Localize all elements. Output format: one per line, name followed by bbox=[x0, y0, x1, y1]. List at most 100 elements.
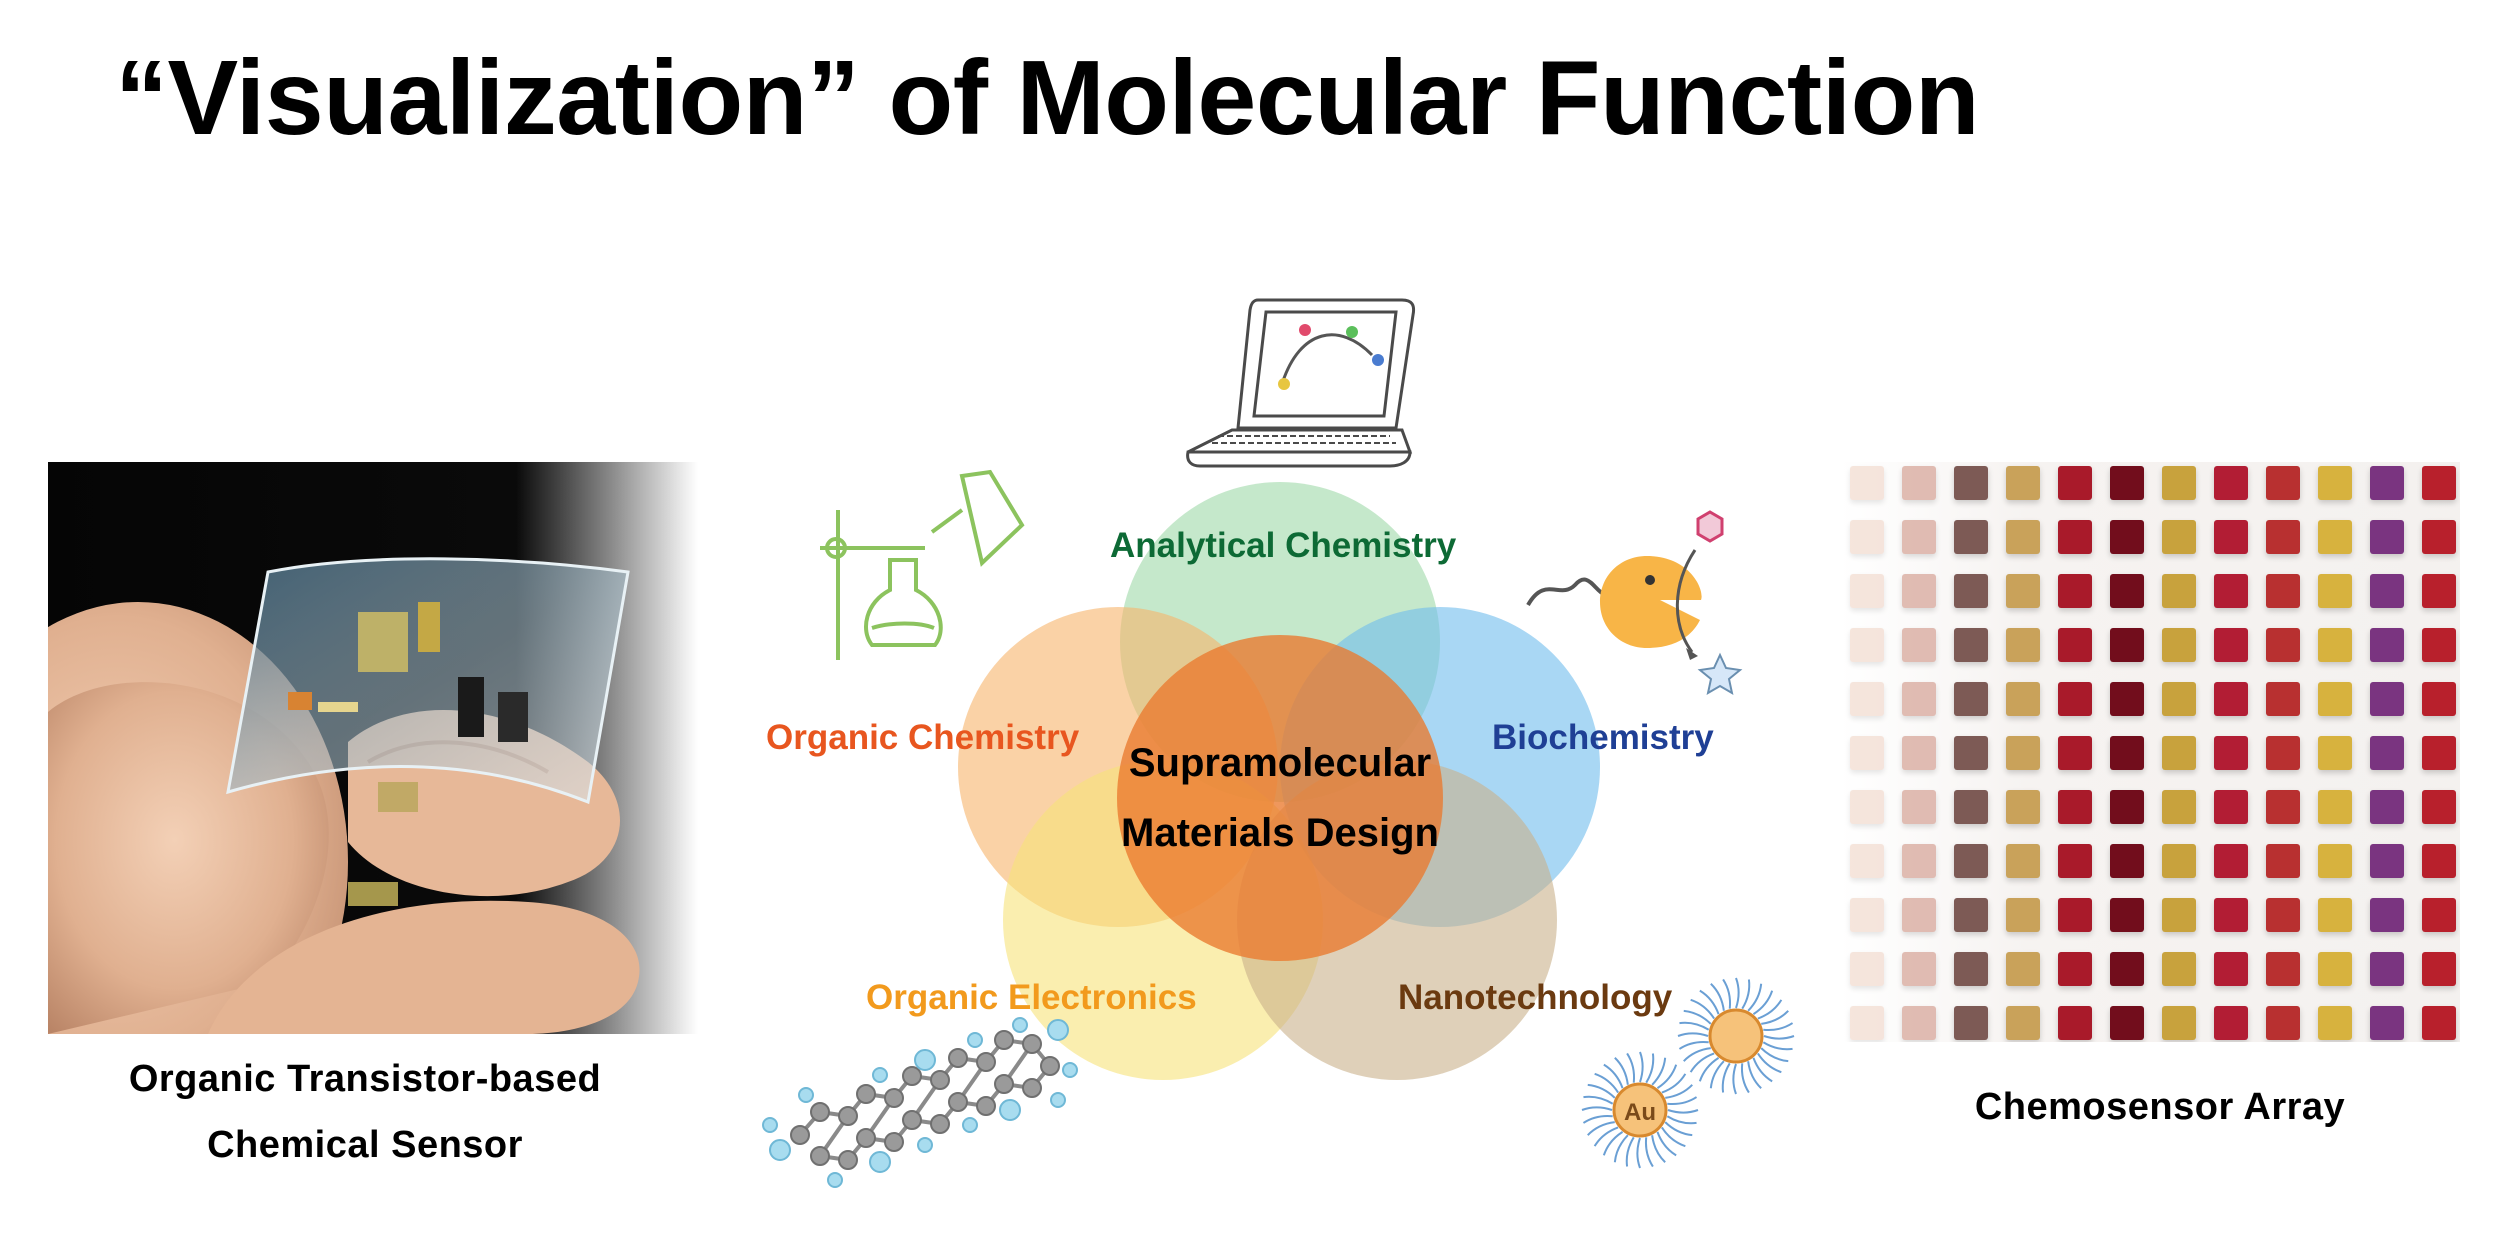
caption-line-1: Organic Transistor-based bbox=[128, 1058, 602, 1100]
hydrogen-atom bbox=[917, 1137, 933, 1153]
carbon-atom bbox=[1022, 1034, 1042, 1054]
organic-chemistry-label: Organic Chemistry bbox=[766, 718, 1080, 757]
ligand-chain bbox=[1651, 1057, 1667, 1086]
ligand-chain bbox=[1636, 1137, 1641, 1169]
carbon-atom bbox=[948, 1092, 968, 1112]
carbon-atom bbox=[856, 1084, 876, 1104]
carbon-atom bbox=[902, 1066, 922, 1086]
sensor-cell bbox=[2422, 952, 2456, 986]
ligand-chain bbox=[1721, 1062, 1731, 1093]
sensor-cell bbox=[2162, 628, 2196, 662]
sensor-cell bbox=[2162, 952, 2196, 986]
sensor-cell bbox=[1850, 790, 1884, 824]
sensor-cell bbox=[2058, 952, 2092, 986]
sensor-cell bbox=[2006, 736, 2040, 770]
sensor-cell bbox=[2214, 574, 2248, 608]
ligand-chain bbox=[1651, 1135, 1666, 1163]
sensor-cell bbox=[2370, 628, 2404, 662]
ligand-chain bbox=[1752, 1057, 1773, 1083]
sensor-cell bbox=[2266, 682, 2300, 716]
ligand-chain bbox=[1752, 990, 1774, 1015]
sensor-cell bbox=[2266, 898, 2300, 932]
ligand-chain bbox=[1757, 1052, 1782, 1074]
ligand-chain bbox=[1763, 1022, 1794, 1032]
ligand-chain bbox=[1683, 1047, 1711, 1062]
sensor-cell bbox=[2162, 466, 2196, 500]
ligand-chain bbox=[1683, 1009, 1712, 1025]
sensor-cell bbox=[2266, 952, 2300, 986]
ligand-chain bbox=[1656, 1131, 1677, 1157]
sensor-cell bbox=[2266, 574, 2300, 608]
carbon-atom bbox=[884, 1088, 904, 1108]
hydrogen-atom bbox=[1062, 1062, 1078, 1078]
sensor-cell bbox=[2422, 520, 2456, 554]
sensor-cell bbox=[2110, 952, 2144, 986]
ligand-chain bbox=[1656, 1064, 1678, 1089]
sensor-cell bbox=[2058, 466, 2092, 500]
ligand-chain bbox=[1732, 1063, 1737, 1095]
caption-line-2: Chemical Sensor bbox=[207, 1124, 523, 1166]
sensor-cell bbox=[2214, 844, 2248, 878]
ligand-chain bbox=[1762, 1041, 1793, 1051]
sensor-cell bbox=[2162, 790, 2196, 824]
chemosensor-array-photo bbox=[1840, 462, 2460, 1042]
hydrogen-atom bbox=[962, 1117, 978, 1133]
sensor-cell bbox=[2370, 574, 2404, 608]
laptop-icon bbox=[1186, 298, 1416, 468]
sensor-cell bbox=[2110, 736, 2144, 770]
sensor-cell bbox=[2370, 1006, 2404, 1040]
sensor-cell bbox=[2422, 844, 2456, 878]
sensor-cell bbox=[2006, 952, 2040, 986]
sensor-cell bbox=[1954, 898, 1988, 932]
sensor-cell bbox=[2058, 844, 2092, 878]
sensor-cell bbox=[2110, 628, 2144, 662]
sensor-cell bbox=[2162, 898, 2196, 932]
sensor-cell bbox=[1902, 844, 1936, 878]
ligand-chain bbox=[1679, 1021, 1710, 1031]
carbon-atom bbox=[930, 1114, 950, 1134]
ligand-chain bbox=[1661, 1126, 1686, 1148]
sensor-cell bbox=[2162, 736, 2196, 770]
carbon-atom bbox=[884, 1132, 904, 1152]
carbon-atom bbox=[790, 1125, 810, 1145]
hydrogen-atom bbox=[762, 1117, 778, 1133]
sensor-cell bbox=[1954, 574, 1988, 608]
sensor-cell bbox=[2006, 628, 2040, 662]
ligand-chain bbox=[1665, 1084, 1693, 1099]
ligand-chain bbox=[1613, 1134, 1629, 1163]
carbon-atom bbox=[1040, 1056, 1060, 1076]
sensor-cell bbox=[1954, 682, 1988, 716]
sensor-cell bbox=[1902, 736, 1936, 770]
sensor-cell bbox=[2266, 1006, 2300, 1040]
supramolecular-center-label: Supramolecular Materials Design bbox=[1080, 728, 1480, 868]
sensor-cell bbox=[2422, 466, 2456, 500]
sensor-cell bbox=[1850, 520, 1884, 554]
sensor-cell bbox=[2006, 1006, 2040, 1040]
sensor-cell bbox=[2422, 736, 2456, 770]
ligand-chain bbox=[1760, 1047, 1789, 1063]
sensor-cell bbox=[2110, 682, 2144, 716]
sensor-cell bbox=[1902, 1006, 1936, 1040]
sensor-cell bbox=[2006, 790, 2040, 824]
sensor-cell bbox=[2422, 574, 2456, 608]
nanotechnology-label: Nanotechnology bbox=[1398, 978, 1673, 1017]
carbon-atom bbox=[930, 1070, 950, 1090]
sensor-cell bbox=[2318, 898, 2352, 932]
carbon-atom bbox=[994, 1030, 1014, 1050]
sensor-cell bbox=[2006, 466, 2040, 500]
sensor-cell bbox=[2422, 898, 2456, 932]
sensor-cell bbox=[2110, 574, 2144, 608]
ligand-chain bbox=[1645, 1053, 1655, 1084]
hydrogen-atom bbox=[869, 1151, 891, 1173]
hydrogen-atom bbox=[798, 1087, 814, 1103]
page-title: “Visualization” of Molecular Function bbox=[115, 39, 1980, 157]
carbon-atom bbox=[838, 1106, 858, 1126]
carbon-atom bbox=[1022, 1078, 1042, 1098]
sensor-cell bbox=[2318, 790, 2352, 824]
chemosensor-array-caption: Chemosensor Array bbox=[1974, 1086, 2346, 1128]
sensor-cell bbox=[2214, 628, 2248, 662]
sensor-cell bbox=[2266, 736, 2300, 770]
ligand-chain bbox=[1664, 1121, 1693, 1137]
sensor-cell bbox=[1902, 574, 1936, 608]
gold-symbol: Au bbox=[1624, 1099, 1656, 1126]
